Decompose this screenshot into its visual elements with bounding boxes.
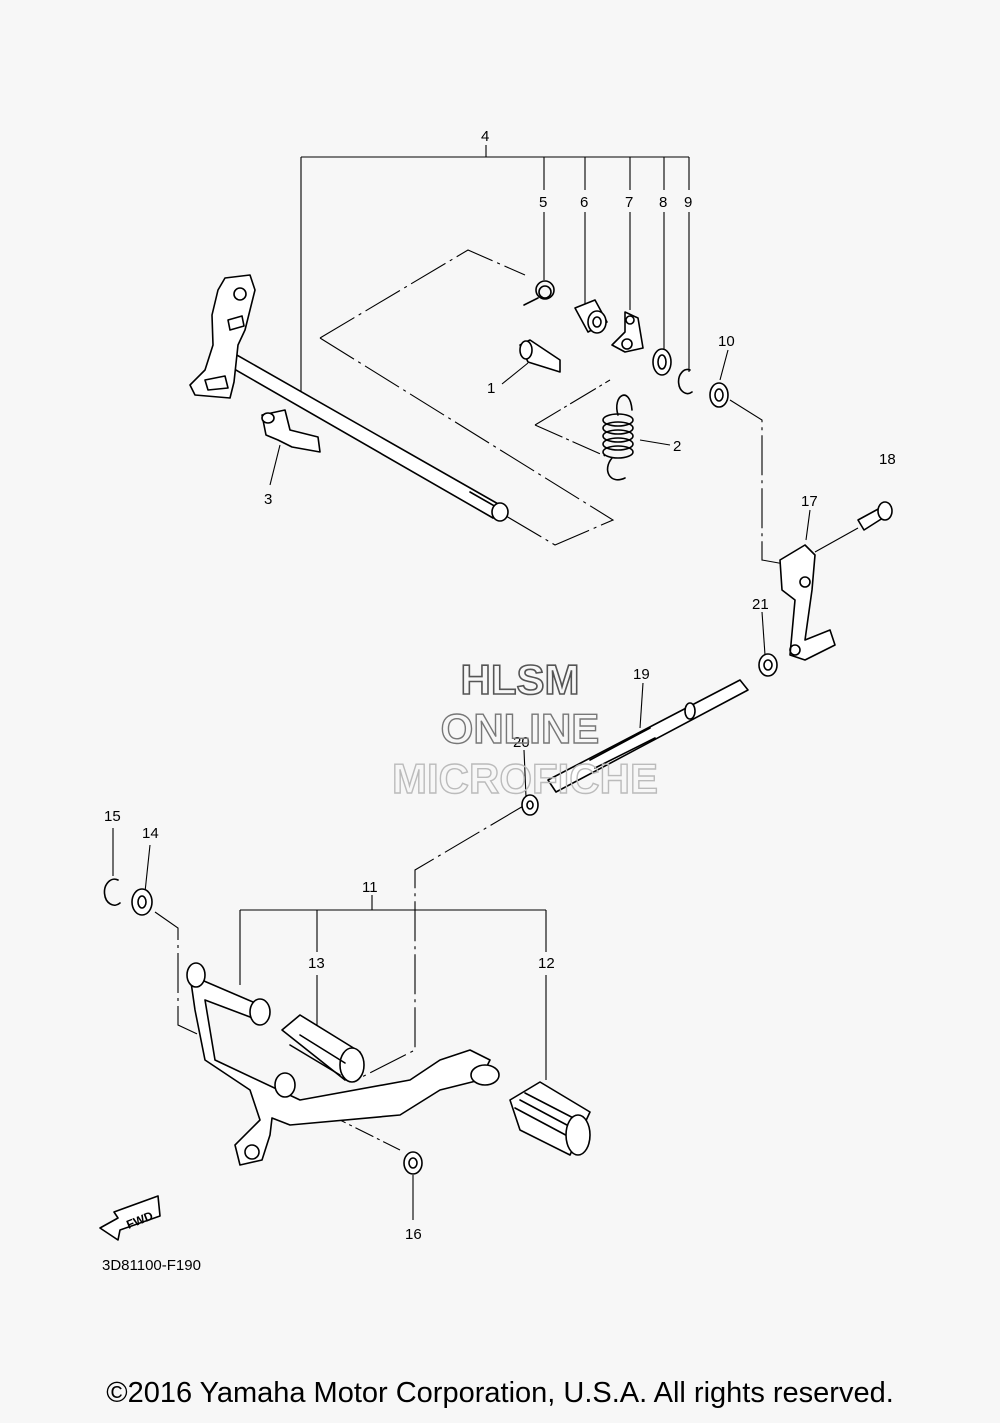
callout-3: 3 — [264, 491, 272, 508]
bolt-18 — [857, 501, 893, 531]
callout-10: 10 — [718, 333, 735, 350]
callout-20: 20 — [513, 734, 530, 751]
callout-2: 2 — [673, 438, 681, 455]
rubber-12 — [509, 1081, 591, 1156]
callout-4: 4 — [481, 128, 489, 145]
nut-20 — [521, 794, 539, 816]
drawing-code: 3D81100-F190 — [102, 1257, 201, 1274]
callout-labels: 1 2 3 4 5 6 7 8 9 10 11 12 13 14 15 16 1… — [104, 128, 896, 1243]
callout-5: 5 — [539, 194, 547, 211]
callout-16: 16 — [405, 1226, 422, 1243]
callout-9: 9 — [684, 194, 692, 211]
exploded-parts-diagram: 1 2 3 4 5 6 7 8 9 10 11 12 13 14 15 16 1… — [99, 128, 896, 1274]
callout-19: 19 — [633, 666, 650, 683]
washer-10 — [709, 382, 729, 408]
rubber-13 — [281, 1014, 365, 1083]
callout-6: 6 — [580, 194, 588, 211]
callout-13: 13 — [308, 955, 325, 972]
callout-1: 1 — [487, 380, 495, 397]
watermark-line-3: MICROFICHE — [392, 755, 658, 802]
callout-11: 11 — [362, 879, 378, 896]
nut-21 — [758, 653, 778, 677]
watermark: HLSM ONLINE MICROFICHE — [391, 655, 658, 803]
fwd-arrow-icon: FWD — [99, 1195, 161, 1241]
shift-arm-17 — [779, 544, 836, 661]
circlip-9 — [677, 368, 693, 395]
shift-pedal-11 — [186, 962, 500, 1166]
callout-18: 18 — [879, 451, 896, 468]
washer-14 — [131, 888, 153, 916]
bush-6 — [574, 299, 608, 334]
callout-12: 12 — [538, 955, 555, 972]
callout-21: 21 — [752, 596, 769, 613]
circlip-15 — [103, 878, 121, 906]
shift-shaft-assembly — [189, 274, 509, 522]
watermark-line-2: ONLINE — [441, 705, 600, 752]
callout-8: 8 — [659, 194, 667, 211]
washer-16 — [403, 1151, 423, 1175]
callout-7: 7 — [625, 194, 633, 211]
callout-17: 17 — [801, 493, 818, 510]
stud-bolt-3 — [261, 409, 321, 453]
callout-14: 14 — [142, 825, 159, 842]
return-spring-2 — [602, 394, 634, 481]
callout-15: 15 — [104, 808, 121, 825]
stopper-lever-7 — [611, 311, 644, 353]
washer-8 — [652, 348, 672, 376]
copyright-notice: ©2016 Yamaha Motor Corporation, U.S.A. A… — [106, 1377, 894, 1409]
torsion-spring-5 — [523, 280, 555, 306]
watermark-line-1: HLSM — [461, 656, 580, 703]
collar-1 — [519, 339, 561, 373]
shift-rod-19 — [547, 679, 749, 793]
